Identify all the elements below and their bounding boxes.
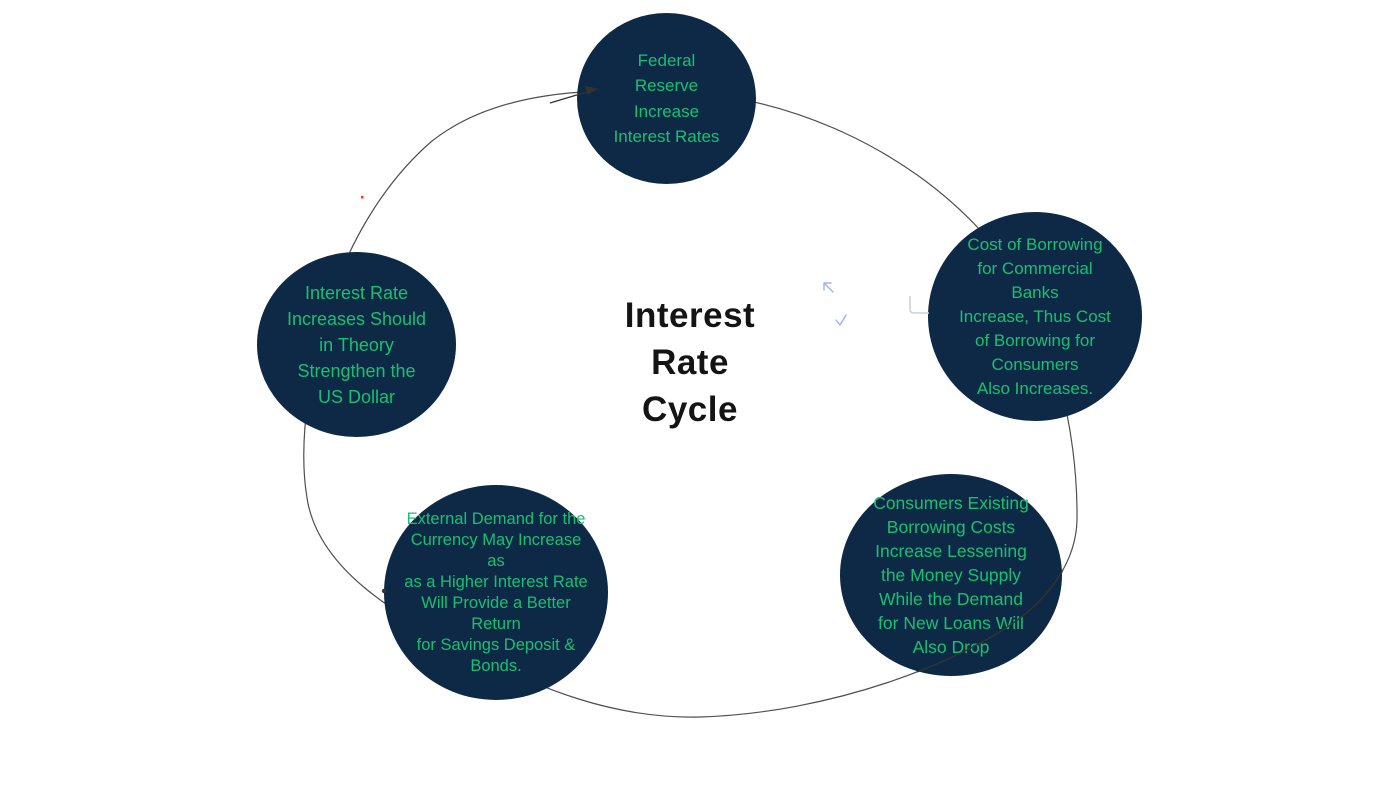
node-federal-reserve[interactable]: Federal Reserve Increase Interest Rates xyxy=(577,13,756,184)
node-strengthen-us-dollar[interactable]: Interest Rate Increases Should in Theory… xyxy=(257,252,456,437)
node-external-demand-text: External Demand for the Currency May Inc… xyxy=(404,509,588,675)
node-consumers-existing-costs-text: Consumers Existing Borrowing Costs Incre… xyxy=(873,493,1029,657)
node-cost-of-borrowing[interactable]: Cost of Borrowing for Commercial Banks I… xyxy=(928,212,1142,421)
node-strengthen-us-dollar-text: Interest Rate Increases Should in Theory… xyxy=(286,282,427,407)
red-dot-mark xyxy=(361,196,364,199)
node-external-demand[interactable]: External Demand for the Currency May Inc… xyxy=(384,485,608,700)
node-cost-of-borrowing-text: Cost of Borrowing for Commercial Banks I… xyxy=(959,234,1111,398)
diagram-title[interactable]: Interest Rate Cycle xyxy=(624,296,756,429)
node-consumers-existing-costs[interactable]: Consumers Existing Borrowing Costs Incre… xyxy=(840,474,1062,676)
node-federal-reserve-text: Federal Reserve Increase Interest Rates xyxy=(613,50,720,147)
corner-connector-line xyxy=(909,296,929,314)
cursor-arrow-icon xyxy=(823,282,834,293)
